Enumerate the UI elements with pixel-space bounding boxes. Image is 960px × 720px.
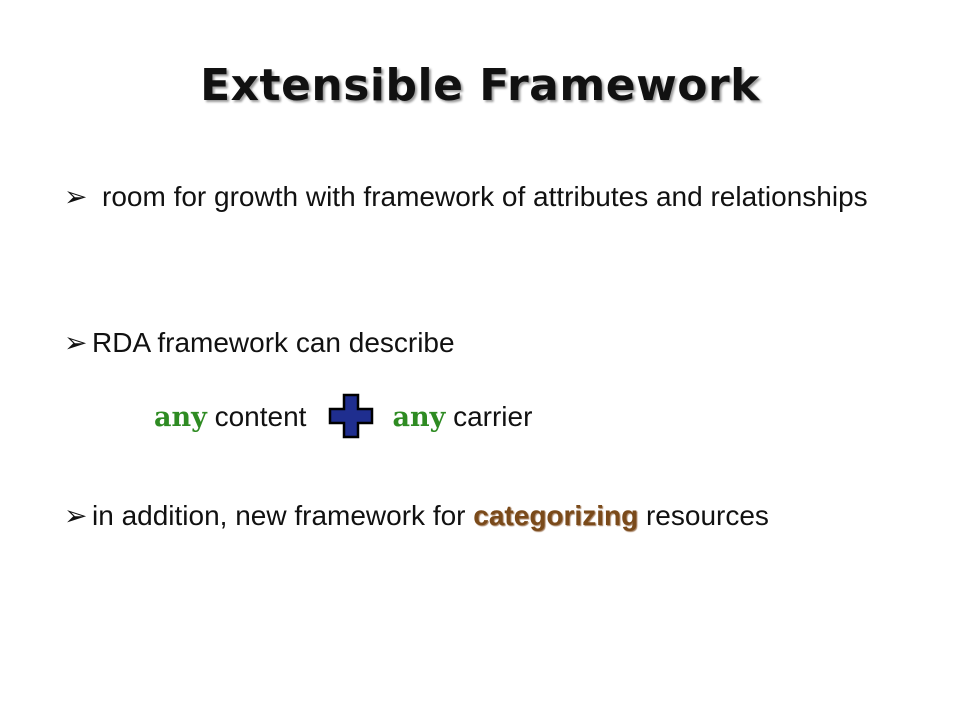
- content-word: content: [206, 401, 307, 432]
- any-word: any: [154, 402, 207, 433]
- bullet-item-2: ➢ RDA framework can describe: [64, 324, 884, 362]
- categorizing-highlight: categorizing: [473, 500, 639, 531]
- bullet-text-group: in addition, new framework for categoriz…: [92, 497, 884, 535]
- bullet-text: resources: [638, 500, 769, 531]
- bullet-item-1: ➢ room for growth with framework of attr…: [64, 178, 884, 216]
- arrow-bullet-icon: ➢: [64, 326, 88, 359]
- any-content-any-carrier-line: any content any carrier: [154, 392, 532, 442]
- bullet-text: RDA framework can describe: [92, 327, 455, 358]
- bullet-item-3: ➢ in addition, new framework for categor…: [64, 497, 884, 535]
- bullet-text: in addition, new framework for: [92, 500, 474, 531]
- carrier-word: carrier: [445, 401, 533, 432]
- any-word: any: [392, 402, 446, 433]
- bullet-text: room for growth with framework of attrib…: [102, 181, 868, 212]
- slide-title: Extensible Framework: [200, 60, 760, 111]
- plus-icon: [328, 393, 374, 439]
- arrow-bullet-icon: ➢: [64, 499, 88, 532]
- arrow-bullet-icon: ➢: [64, 180, 88, 213]
